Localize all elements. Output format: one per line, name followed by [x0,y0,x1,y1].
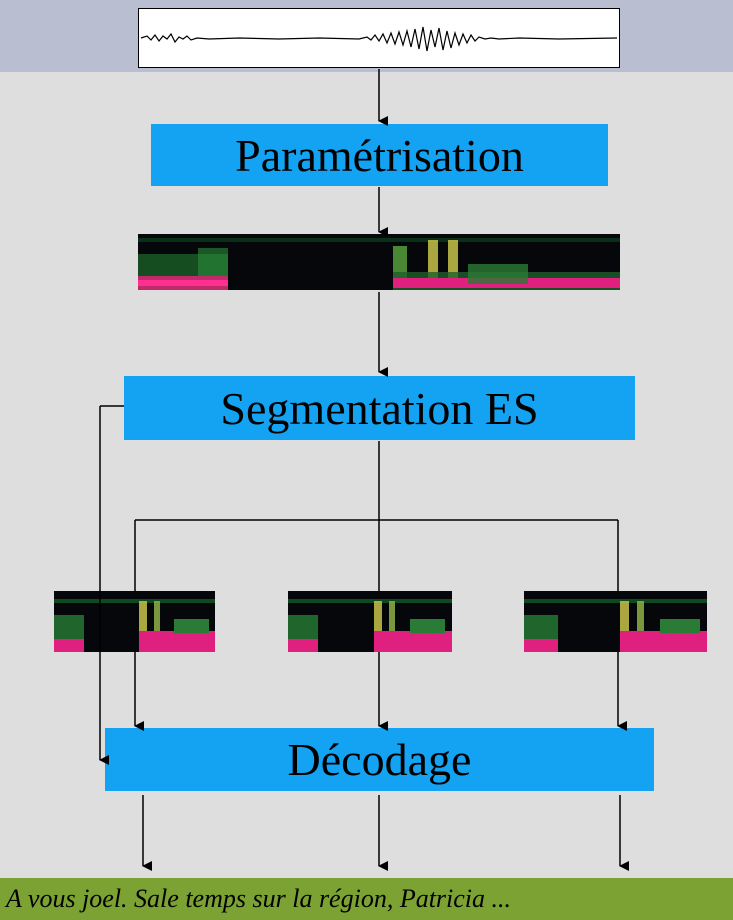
spectrogram-center [288,591,452,652]
spectrogram-right [524,591,707,652]
output-caption-text: A vous joel. Sale temps sur la région, P… [6,884,512,913]
parametrisation-label: Paramétrisation [235,129,524,181]
decodage-box: Décodage [105,728,654,791]
decodage-label: Décodage [287,734,472,785]
spectrogram-main [138,234,620,290]
parametrisation-box: Paramétrisation [151,124,608,186]
output-caption: A vous joel. Sale temps sur la région, P… [0,878,733,920]
segmentation-box: Segmentation ES [124,376,635,440]
spectrogram-left [54,591,215,652]
waveform-image [138,8,620,68]
segmentation-label: Segmentation ES [220,382,539,434]
waveform-icon [140,26,618,52]
